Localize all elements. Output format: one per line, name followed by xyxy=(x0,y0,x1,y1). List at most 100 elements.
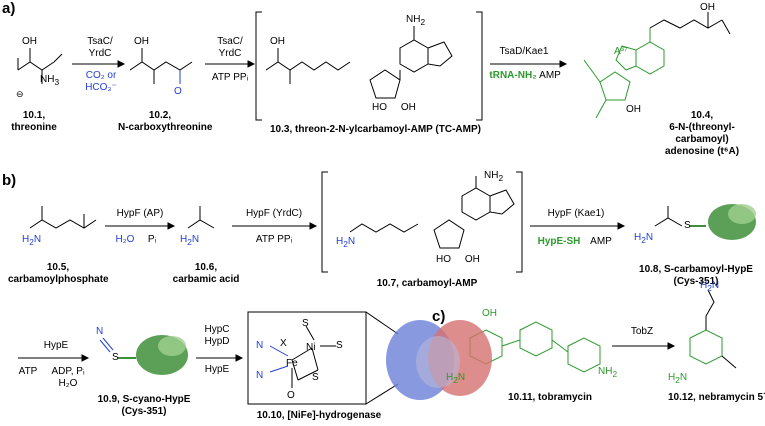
step-c-enzyme: TobZ xyxy=(630,326,654,337)
n-carboxythreonine-structure xyxy=(129,48,193,84)
nebramycin-structure xyxy=(689,289,737,369)
compound-10-4-line2: 6-N-(threonyl- xyxy=(669,122,735,133)
nife-hydrogenase-protein xyxy=(386,320,492,400)
compound-10-1-number: 10.1, xyxy=(22,110,46,121)
step-b3-enzyme: HypF (Kae1) xyxy=(547,208,605,219)
step-a1-enzyme: TsaC/ xyxy=(87,36,113,47)
x-label: X xyxy=(280,338,287,349)
step-b1-water: H₂O xyxy=(115,234,135,245)
step-b5-hype: HypE xyxy=(204,364,230,375)
nh2-label-b2: H2N xyxy=(180,234,200,247)
s-label-b5: S xyxy=(112,352,119,363)
carbamic-acid-structure xyxy=(187,206,215,229)
carbamoyl-amp-structure xyxy=(349,176,515,249)
step-a1-co2: CO₂ or xyxy=(85,70,117,81)
nh2-label-b4: H2N xyxy=(634,232,654,245)
step-a1-enzyme-2: YrdC xyxy=(88,48,112,59)
fe-label: Fe xyxy=(286,358,298,369)
nh2-label-c4: H2N xyxy=(668,372,688,385)
nh2-label-c1: H2N xyxy=(446,372,466,385)
t6a-structure xyxy=(583,12,731,119)
compound-10-2-number: 10.2, xyxy=(148,110,172,121)
tc-amp-structure xyxy=(265,26,453,99)
compound-10-10-label: 10.10, [NiFe]-hydrogenase xyxy=(256,410,382,421)
step-a2-enzyme-2: YrdC xyxy=(218,48,242,59)
compound-10-5-name: carbamoylphosphate xyxy=(8,274,109,285)
step-b3-amp: AMP xyxy=(590,236,612,247)
step-a2-enzyme: TsaC/ xyxy=(217,36,243,47)
ni-label: Ni xyxy=(306,342,316,353)
compound-10-4-number: 10.4, xyxy=(690,110,714,121)
step-b1-pi: Pᵢ xyxy=(147,234,157,245)
oh-label-c1: OH xyxy=(482,308,497,319)
nh2-label-b3b: NH2 xyxy=(484,170,504,183)
oh-label-a4: OH xyxy=(700,2,715,13)
step-b2-cofactors: ATP PPᵢ xyxy=(255,234,293,245)
compound-10-2-name: N-carboxythreonine xyxy=(118,122,213,133)
panel-label-c: c) xyxy=(432,308,446,325)
diol-label-a3: HO OH xyxy=(372,102,416,113)
compound-10-1-name: threonine xyxy=(11,122,57,133)
cn-label-2: N xyxy=(256,370,264,381)
hype-protein-1 xyxy=(708,204,756,240)
nh2-label-b3: H2N xyxy=(336,236,356,249)
s-cyano-hype-structure xyxy=(99,337,136,359)
nh2-label-a3: NH2 xyxy=(406,14,426,27)
oh-label-a2: OH xyxy=(134,36,149,47)
nife-cluster-box xyxy=(247,311,367,405)
step-a3-amp: AMP xyxy=(539,70,561,81)
oh-label-a3: OH xyxy=(270,36,285,47)
carboxylate-minus-a1: ⊖ xyxy=(16,89,24,99)
step-b5-hypd: HypD xyxy=(204,336,230,347)
step-b5-hypc: HypC xyxy=(204,324,230,335)
step-b4-atp: ATP xyxy=(18,366,38,377)
nh2-label-b1: H2N xyxy=(22,234,42,247)
step-a2-cofactors: ATP PPᵢ xyxy=(211,72,249,83)
step-b4-enzyme: HypE xyxy=(43,340,69,351)
compound-10-6-name: carbamic acid xyxy=(172,274,240,285)
step-b3-hype: HypE-SH xyxy=(537,236,581,247)
s-top-label: S xyxy=(302,318,309,329)
panel-label-b: b) xyxy=(2,172,17,189)
oh-label-a4b: OH xyxy=(626,104,641,115)
compound-10-9-cys: (Cys-351) xyxy=(121,406,167,417)
compound-10-12-label: 10.12, nebramycin 5´ xyxy=(668,392,765,403)
compound-10-8-cys: (Cys-351) xyxy=(673,276,719,287)
compound-10-6-number: 10.6, xyxy=(194,262,218,273)
compound-10-8-number: 10.8, S-carbamoyl-HypE xyxy=(639,264,753,275)
oh-label-a1: OH xyxy=(22,36,37,47)
threonine-structure xyxy=(17,48,63,84)
s-carbamoyl-hype-structure xyxy=(654,206,706,227)
compound-10-5-number: 10.5, xyxy=(46,262,70,273)
step-b4-adp: ADP, Pᵢ xyxy=(51,366,85,377)
step-b2-enzyme: HypF (YrdC) xyxy=(245,208,303,219)
step-a3-trna: tRNA-NH₂ xyxy=(489,70,537,81)
panel-label-a: a) xyxy=(2,0,16,17)
a37-label: A³⁷ xyxy=(614,46,628,57)
s-bottom-label: S xyxy=(312,372,319,383)
nh2-label-c2: NH2 xyxy=(598,366,618,379)
step-a1-hco3: HCO₃⁻ xyxy=(85,82,117,93)
diol-label-b3: HO OH xyxy=(436,254,480,265)
nh2-label-c3: H2N xyxy=(700,280,720,293)
step-b1-enzyme: HypF (AP) xyxy=(116,208,164,219)
co-o-label: O xyxy=(287,390,295,401)
hype-protein-2 xyxy=(136,335,188,375)
compound-10-9-number: 10.9, S-cyano-HypE xyxy=(97,394,191,405)
carbamoylphosphate-structure xyxy=(29,206,97,229)
step-a3-enzyme: TsaD/Kae1 xyxy=(499,46,549,57)
compound-10-4-line4: adenosine (t⁶A) xyxy=(664,146,740,157)
step-b4-water: H₂O xyxy=(58,378,78,389)
n-label-b5: N xyxy=(96,326,104,337)
compound-10-11-label: 10.11, tobramycin xyxy=(508,392,592,403)
s-right-label: S xyxy=(336,340,343,351)
compound-10-7-label: 10.7, carbamoyl-AMP xyxy=(376,278,478,289)
compound-10-3-label: 10.3, threon-2-N-ylcarbamoyl-AMP (TC-AMP… xyxy=(270,124,481,135)
nife-cluster-structure xyxy=(269,325,336,388)
nh3-label: NH3 xyxy=(40,74,60,87)
compound-10-4-line3: carbamoyl) xyxy=(675,134,729,145)
s-label-b4: S xyxy=(684,220,691,231)
cn-label-1: N xyxy=(256,340,264,351)
carbonyl-o-a2: O xyxy=(174,86,182,97)
